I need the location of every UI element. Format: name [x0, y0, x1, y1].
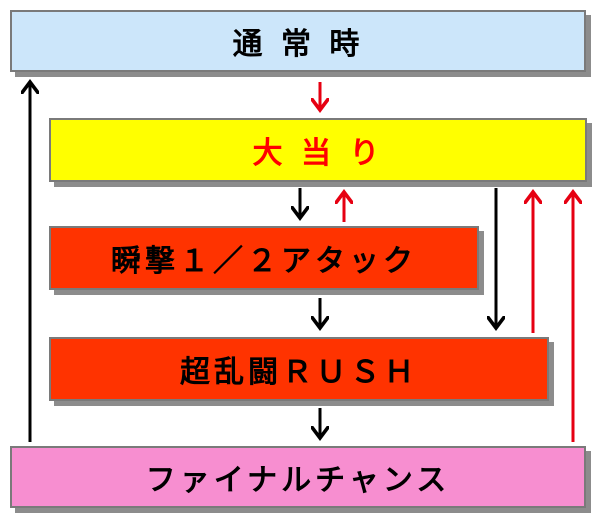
node-jackpot: 大 当 り — [49, 118, 587, 182]
node-rush: 超乱闘ＲＵＳＨ — [49, 337, 549, 401]
node-final-chance: ファイナルチャンス — [10, 446, 586, 508]
node-shungeki-attack-label: 瞬撃１／２アタック — [111, 244, 417, 279]
node-normal-state: 通 常 時 — [10, 10, 586, 72]
node-rush-label: 超乱闘ＲＵＳＨ — [180, 355, 418, 390]
node-shungeki-attack: 瞬撃１／２アタック — [49, 226, 479, 290]
node-normal-state-label: 通 常 時 — [232, 27, 364, 62]
node-final-chance-label: ファイナルチャンス — [145, 463, 451, 498]
node-jackpot-label: 大 当 り — [252, 136, 384, 171]
